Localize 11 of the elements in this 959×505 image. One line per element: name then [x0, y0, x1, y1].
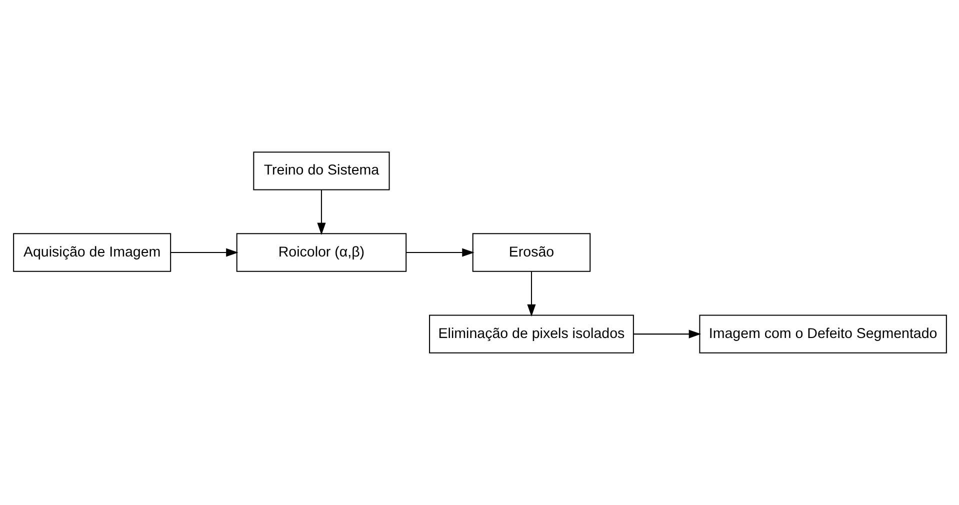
- node-box: Imagem com o Defeito Segmentado: [698, 314, 946, 354]
- node-box: Eliminação de pixels isolados: [428, 314, 634, 354]
- node-box: Treino do Sistema: [252, 152, 390, 190]
- arrow: [526, 272, 536, 317]
- arrow: [170, 248, 238, 257]
- node-box: Roicolor (α,β): [236, 233, 406, 272]
- node-box: Erosão: [472, 233, 590, 272]
- node-box: Aquisição de Imagem: [12, 233, 171, 272]
- arrow: [633, 330, 701, 338]
- arrow: [316, 190, 326, 236]
- arrow: [406, 248, 474, 257]
